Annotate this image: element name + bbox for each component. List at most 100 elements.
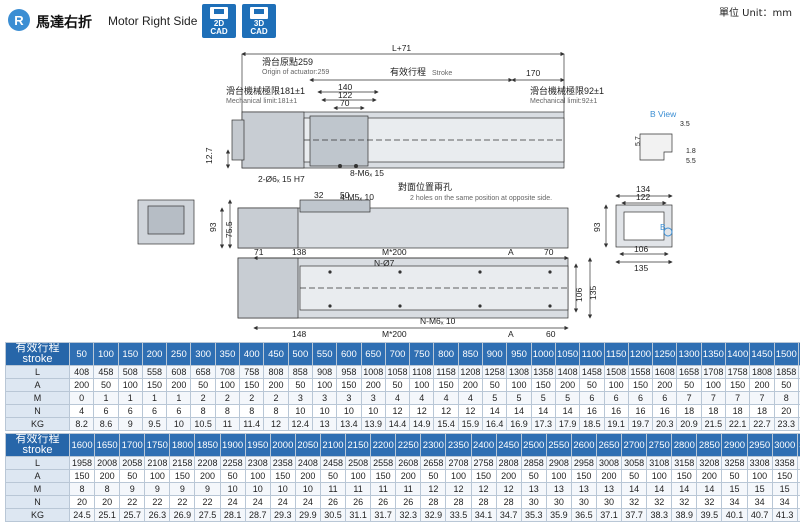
table-cell: 1208 — [457, 365, 484, 379]
table-cell: 41.9 — [796, 508, 800, 522]
row-label: N — [5, 495, 70, 509]
table-cell: 12 — [445, 482, 472, 496]
table-cell: 17.9 — [554, 417, 581, 431]
table-cell: 150 — [269, 469, 296, 483]
table-cell: 12 — [384, 404, 411, 418]
stroke-value: 2950 — [746, 433, 773, 457]
table-cell: 28 — [495, 495, 522, 509]
cad-3d-top: 3D — [253, 19, 265, 28]
table-cell: 200 — [68, 378, 95, 392]
table-cell: 40.1 — [721, 508, 748, 522]
table-cell: 32 — [671, 495, 698, 509]
table-cell: 150 — [530, 378, 556, 392]
hole-2-d6: 2-Ø6ₓ 15 H7 — [258, 174, 305, 184]
dim-170: 170 — [526, 68, 540, 78]
table-cell: 1 — [93, 391, 119, 405]
r-badge: R — [8, 9, 30, 31]
table-cell: 26 — [345, 495, 372, 509]
row-label: KG — [5, 508, 70, 522]
stroke-value: 500 — [287, 342, 313, 366]
table-cell: 1858 — [773, 365, 799, 379]
table-cell: 658 — [190, 365, 216, 379]
m200-bottom: M*200 — [382, 329, 407, 339]
table-cell: 1358 — [530, 365, 556, 379]
table-cell: 200 — [554, 378, 581, 392]
table-cell: 40.7 — [746, 508, 773, 522]
table-cell: 3 — [311, 391, 338, 405]
cad-3d-button[interactable]: 3D CAD — [242, 4, 276, 38]
table-cell: 8 — [239, 404, 265, 418]
table-cell: 11 — [370, 482, 397, 496]
title-zh: 馬達右折 — [36, 15, 92, 31]
table-cell: 1808 — [749, 365, 775, 379]
dim-135-b: 135 — [634, 263, 648, 273]
table-cell: 200 — [294, 469, 321, 483]
cad-2d-button[interactable]: 2D CAD — [202, 4, 236, 38]
table-cell: 1958 — [68, 456, 96, 470]
table-cell: 9 — [169, 482, 196, 496]
row-label: M — [5, 482, 70, 496]
stroke-header-zh: 有效行程 — [15, 342, 60, 354]
row-label: A — [5, 469, 70, 483]
table-cell: 50 — [287, 378, 313, 392]
dim-134: 134 — [636, 184, 650, 194]
table-cell: 100 — [144, 469, 171, 483]
table-cell: 2358 — [269, 456, 296, 470]
stroke-value: 550 — [311, 342, 338, 366]
table-cell: 100 — [506, 378, 532, 392]
table-cell: 1 — [117, 391, 143, 405]
mech-right-en: Mechanical limit:92±1 — [530, 98, 597, 105]
table-cell: 16.9 — [506, 417, 532, 431]
table-cell: 7 — [749, 391, 775, 405]
table-cell: 8 — [263, 404, 289, 418]
table-cell: 28.1 — [219, 508, 246, 522]
table-cell: 50 — [384, 378, 411, 392]
table-cell: 2 — [239, 391, 265, 405]
table-cell: 3308 — [746, 456, 773, 470]
table-cell: 10 — [244, 482, 271, 496]
stroke-value: 1050 — [554, 342, 581, 366]
table-cell: 5 — [554, 391, 581, 405]
table-cell: 14 — [696, 482, 723, 496]
stroke-value: 2600 — [570, 433, 597, 457]
table-cell: 30 — [570, 495, 597, 509]
table-cell: 50 — [420, 469, 447, 483]
table-cell: 1 — [141, 391, 168, 405]
stroke-value: 600 — [336, 342, 362, 366]
table-cell: 50 — [482, 378, 508, 392]
table-cell: 100 — [700, 378, 727, 392]
stroke-value: 400 — [239, 342, 265, 366]
stroke-value: 150 — [117, 342, 143, 366]
table-cell: 5 — [530, 391, 556, 405]
table-cell: 19.1 — [603, 417, 629, 431]
table-cell: 1258 — [482, 365, 508, 379]
table-cell: 10 — [360, 404, 386, 418]
stroke-value: 2050 — [294, 433, 321, 457]
b-marker: B — [660, 222, 666, 232]
table-cell: 8 — [68, 482, 96, 496]
table-cell: 150 — [239, 378, 265, 392]
stroke-value: 1850 — [194, 433, 221, 457]
table-cell: 1708 — [700, 365, 727, 379]
table-cell: 22.1 — [725, 417, 751, 431]
stroke-value: 1000 — [530, 342, 556, 366]
table-cell: 150 — [671, 469, 698, 483]
table-cell: 9 — [117, 417, 143, 431]
table-cell: 34 — [721, 495, 748, 509]
table-cell: 1658 — [676, 365, 702, 379]
table-cell: 3 — [360, 391, 386, 405]
table-cell: 1508 — [603, 365, 629, 379]
mech-left-en: Mechanical limit:181±1 — [226, 98, 297, 105]
table-cell: 3108 — [646, 456, 673, 470]
table-cell: 13 — [311, 417, 338, 431]
table-cell: 22 — [194, 495, 221, 509]
table-cell: 2608 — [395, 456, 422, 470]
stroke-value: 800 — [433, 342, 459, 366]
table-cell: 508 — [117, 365, 143, 379]
table-cell: 2758 — [470, 456, 497, 470]
table-cell: 14 — [646, 482, 673, 496]
